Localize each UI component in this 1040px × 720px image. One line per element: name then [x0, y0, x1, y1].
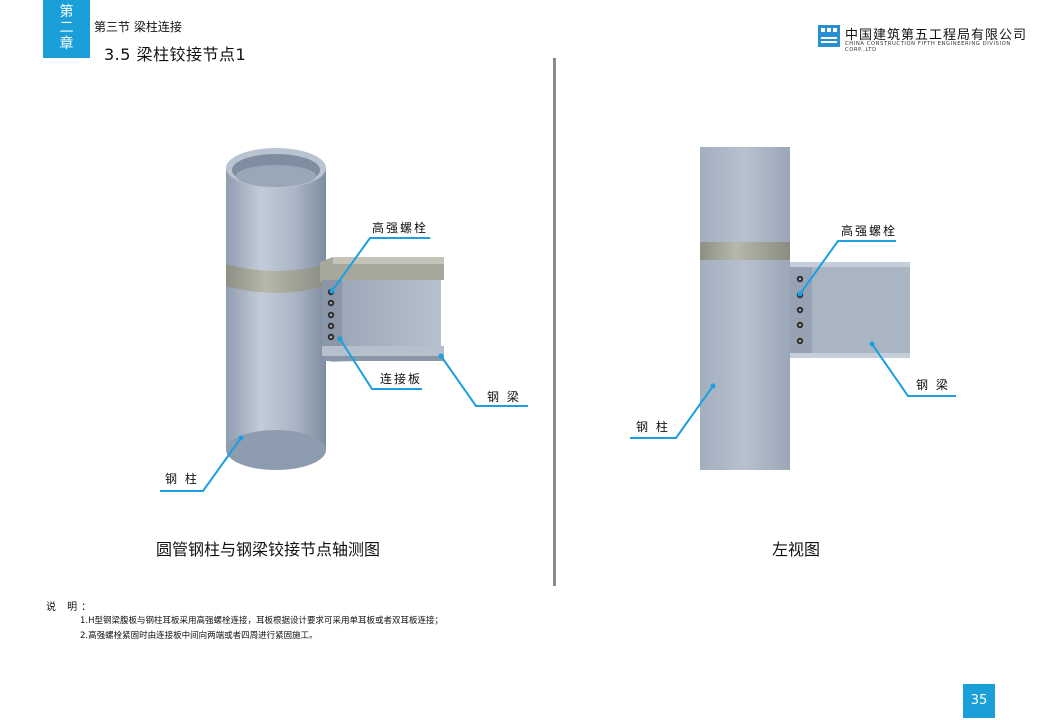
page-number: 35 [963, 684, 995, 718]
section-label: 第三节 梁柱连接 [94, 20, 182, 34]
caption-isometric: 圆管钢柱与钢梁铰接节点轴测图 [156, 540, 381, 559]
company-name-cn: 中国建筑第五工程局有限公司 [845, 28, 1028, 43]
notes-heading: 说 明： [46, 602, 96, 613]
chapter-char: 第 [59, 4, 74, 20]
view-divider [553, 58, 556, 586]
caption-left-view: 左视图 [772, 540, 821, 559]
note-item: 1.H型钢梁腹板与钢柱耳板采用高强螺栓连接，耳板根据设计要求可采用单耳板或者双耳… [80, 616, 444, 626]
label-column-left: 钢 柱 [165, 472, 199, 486]
left-leader-lines [160, 237, 528, 492]
company-logo-icon [818, 25, 840, 47]
right-beam [790, 262, 910, 358]
company-name-en: CHINA CONSTRUCTION FIFTH ENGINEERING DIV… [845, 41, 1011, 53]
note-item: 2.高强螺栓紧固时由连接板中间向两端或者四周进行紧固施工。 [80, 631, 318, 641]
label-bolt-left: 高强螺栓 [372, 221, 429, 235]
right-column [700, 147, 790, 470]
chapter-tab: 第 二 章 [43, 0, 90, 58]
label-bolt-right: 高强螺栓 [841, 224, 898, 238]
label-beam-left: 钢 梁 [487, 390, 521, 404]
label-beam-right: 钢 梁 [916, 378, 950, 392]
left-column [226, 148, 326, 470]
left-beam [320, 257, 444, 362]
right-leader-lines [630, 240, 956, 439]
chapter-char: 章 [59, 36, 74, 52]
chapter-char: 二 [59, 20, 74, 36]
label-plate-left: 连接板 [380, 372, 423, 386]
label-column-right: 钢 柱 [636, 420, 670, 434]
page-title: 3.5 梁柱铰接节点1 [104, 45, 247, 64]
